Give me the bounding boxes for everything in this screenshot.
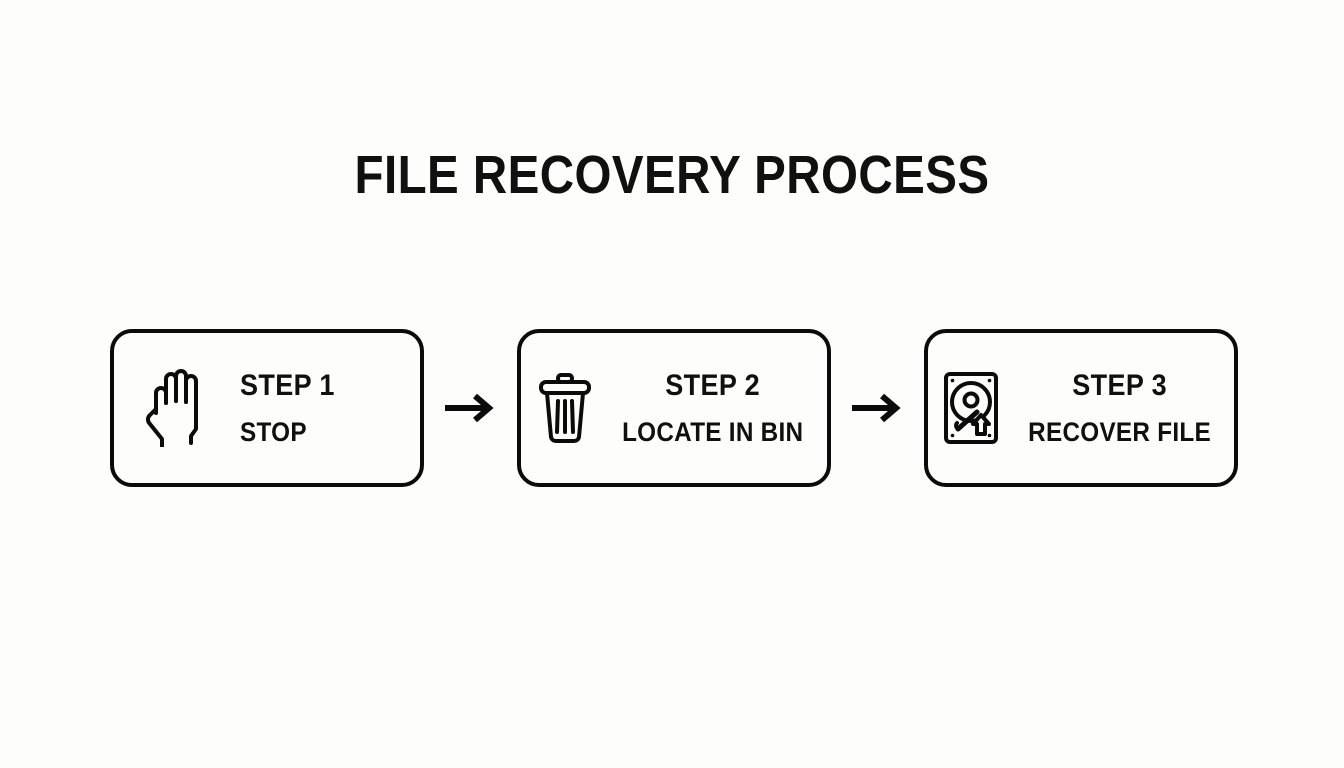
step-text-1: STEP 1 STOP (240, 368, 345, 447)
process-flow: STEP 1 STOP (110, 329, 1238, 487)
step-text-3: STEP 3 RECOVER FILE (1018, 368, 1221, 447)
step-card-3[interactable]: STEP 3 RECOVER FILE (924, 329, 1238, 487)
hand-palm-icon (144, 369, 206, 447)
step-label-3: STEP 3 (1072, 368, 1168, 402)
step-action-3: RECOVER FILE (1028, 416, 1212, 447)
step-label-2: STEP 2 (665, 368, 761, 402)
hard-drive-recover-icon (940, 369, 1002, 447)
step-card-1[interactable]: STEP 1 STOP (110, 329, 424, 487)
page-title: FILE RECOVERY PROCESS (354, 145, 990, 205)
arrow-right-icon-2 (850, 388, 906, 428)
step-action-1: STOP (240, 416, 307, 447)
trash-bin-icon (534, 369, 596, 447)
step-label-1: STEP 1 (240, 368, 335, 402)
step-card-2[interactable]: STEP 2 LOCATE IN BIN (517, 329, 831, 487)
arrow-right-icon-1 (443, 388, 499, 428)
step-text-2: STEP 2 LOCATE IN BIN (612, 368, 813, 447)
step-action-2: LOCATE IN BIN (622, 416, 804, 447)
